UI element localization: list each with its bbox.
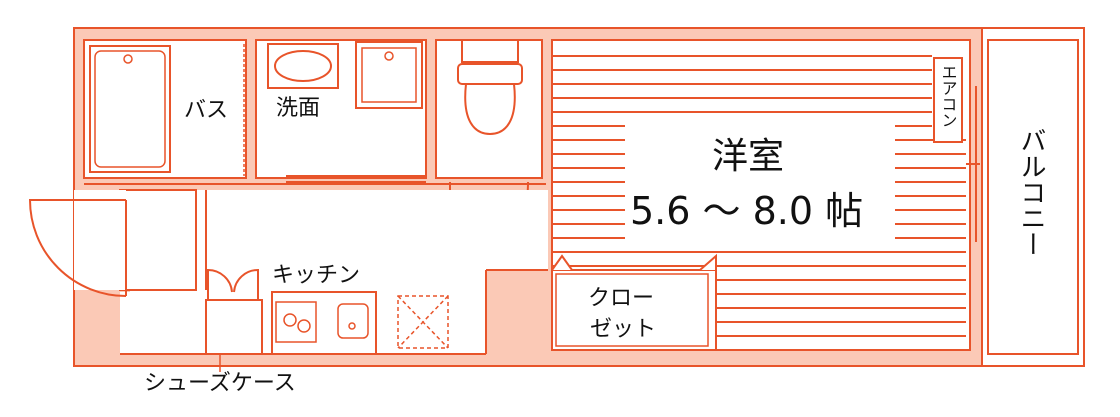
washroom-label: 洗面 [276, 96, 320, 121]
closet-inner [555, 273, 709, 347]
closet [551, 269, 717, 351]
balcony-label: バルコニー [1016, 127, 1046, 257]
kitchen-label: キッチン [272, 263, 360, 288]
washing-machine-pan [355, 41, 423, 109]
toilet-tank [461, 39, 519, 63]
closet-label-line2: ゼット [590, 317, 656, 342]
floor-boards [552, 55, 966, 337]
balcony-window [966, 86, 980, 242]
entrance [119, 189, 197, 291]
bathtub [89, 45, 171, 173]
aircon-label: エアコン [939, 64, 958, 128]
fridge-space [397, 295, 449, 349]
balcony [981, 27, 1085, 367]
bath-label: バス [184, 98, 228, 123]
aircon [933, 57, 963, 143]
bedroom-label: 洋室 [712, 136, 784, 177]
shoe-case-label: シューズケース [144, 371, 296, 396]
closet-label-line1: クロー [588, 286, 654, 311]
bedroom-size-label: 5.6 ～ 8.0 帖 [630, 189, 863, 233]
toilet-bowl [464, 83, 516, 136]
closet-door-mark [551, 254, 573, 271]
entrance-door-swing [28, 199, 127, 297]
shoe-case [205, 299, 263, 355]
